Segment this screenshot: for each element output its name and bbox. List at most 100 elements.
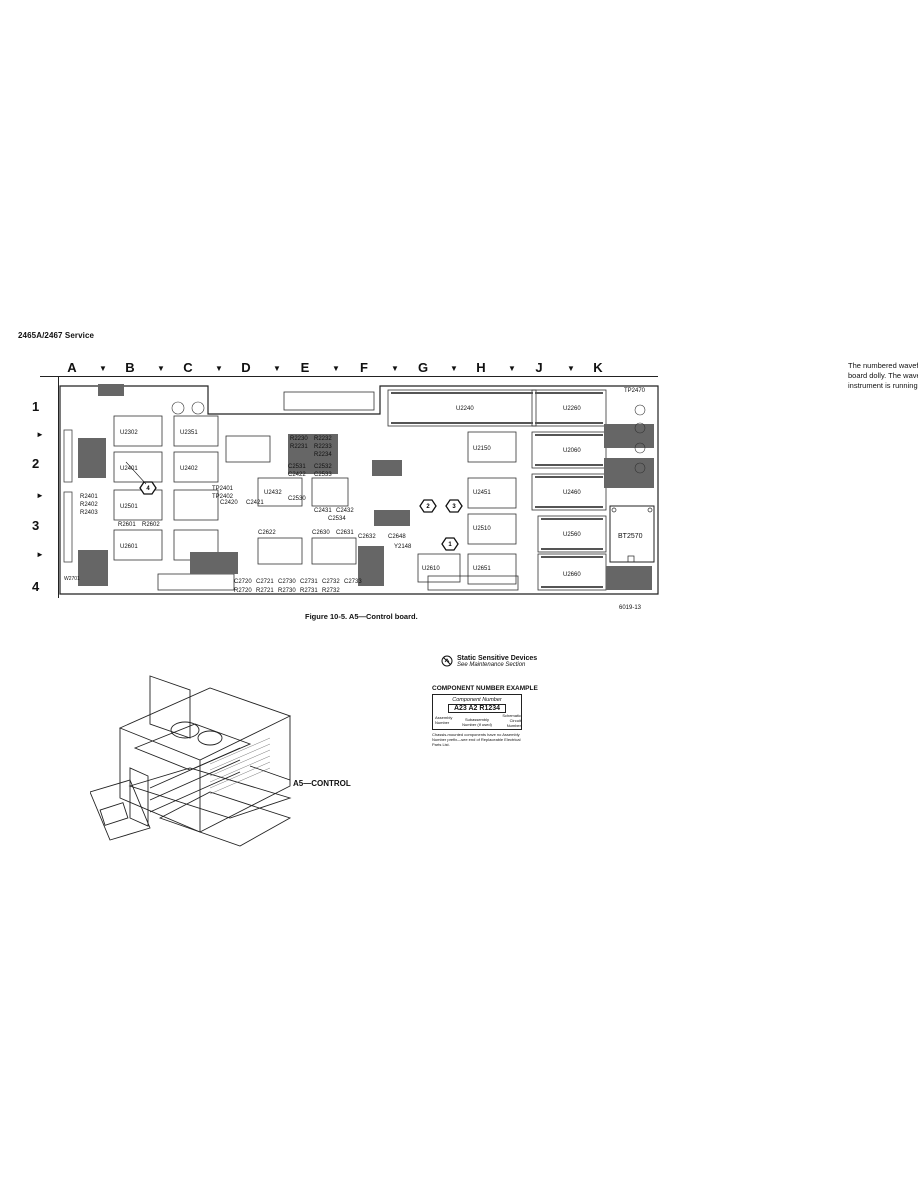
static-notice-subtitle: See Maintenance Section	[457, 662, 526, 668]
component-label: U2401	[120, 466, 138, 472]
component-label: U2260	[563, 406, 581, 412]
static-warning-icon	[441, 655, 453, 667]
component-label: U2402	[180, 466, 198, 472]
column-divider-arrow: ▼	[508, 364, 516, 373]
component-label: C2648	[388, 534, 406, 540]
component-label: C2731	[300, 579, 318, 585]
right-column-note: The numbered wavefo board dolly. The wav…	[848, 361, 918, 391]
component-label: R2233	[314, 444, 332, 450]
grid-column-k: K	[593, 360, 603, 375]
component-label: C2533	[314, 472, 332, 478]
component-label: U2460	[563, 490, 581, 496]
component-label: U2351	[180, 430, 198, 436]
component-label: TP2402	[212, 494, 234, 500]
component-label: R2601	[118, 522, 136, 528]
cne-assembly: Assembly Number	[435, 715, 453, 725]
component-label: U2651	[473, 566, 491, 572]
component-label: U2601	[120, 544, 138, 550]
cne-subassembly: Subassembly Number (if used)	[462, 717, 492, 727]
component-label: BT2570	[618, 533, 643, 540]
column-divider-arrow: ▼	[273, 364, 281, 373]
component-label: C2730	[278, 579, 296, 585]
component-label: C2431	[314, 508, 332, 514]
component-label: C2534	[328, 516, 346, 522]
column-divider-arrow: ▼	[215, 364, 223, 373]
component-label: C2632	[358, 534, 376, 540]
component-label: U2150	[473, 446, 491, 452]
grid-column-f: F	[360, 360, 368, 375]
column-divider-arrow: ▼	[567, 364, 575, 373]
component-label: W2701	[64, 576, 80, 582]
grid-column-h: H	[476, 360, 486, 375]
component-label: U2302	[120, 430, 138, 436]
component-label: C2622	[258, 530, 276, 536]
component-label: C2631	[336, 530, 354, 536]
component-label: C2422	[288, 472, 306, 478]
grid-column-b: B	[125, 360, 135, 375]
note-line: The numbered wavefo	[848, 361, 918, 370]
waveform-marker: 4	[139, 481, 157, 495]
assembly-callout-label: A5—CONTROL	[293, 779, 351, 788]
component-label: U2610	[422, 566, 440, 572]
figure-code: 6019-13	[619, 605, 642, 611]
component-number-example: COMPONENT NUMBER EXAMPLE Component Numbe…	[432, 685, 538, 747]
waveform-marker: 1	[441, 537, 459, 551]
component-label: R2402	[80, 502, 98, 508]
svg-text:4: 4	[146, 486, 150, 492]
waveform-marker: 3	[445, 499, 463, 513]
note-line: instrument is running.	[848, 381, 918, 390]
column-divider-arrow: ▼	[332, 364, 340, 373]
row-divider-arrow: ►	[36, 550, 44, 559]
component-label: R2731	[300, 588, 318, 594]
component-label: U2501	[120, 504, 138, 510]
cne-schematic: Schematic Circuit Number	[502, 713, 521, 728]
component-label: R2730	[278, 588, 296, 594]
component-label: C2630	[312, 530, 330, 536]
cne-example: A23 A2 R1234	[448, 704, 506, 713]
static-notice-title: Static Sensitive Devices	[457, 655, 538, 662]
column-divider-arrow: ▼	[157, 364, 165, 373]
component-label: U2451	[473, 490, 491, 496]
grid-column-g: G	[417, 360, 429, 375]
grid-row-1: 1	[32, 399, 40, 414]
component-label: R2720	[234, 588, 252, 594]
cne-title: COMPONENT NUMBER EXAMPLE	[432, 685, 538, 692]
component-label: U2560	[563, 532, 581, 538]
component-label: C2420	[220, 500, 238, 506]
grid-row-2: 2	[32, 456, 40, 471]
component-label: R2234	[314, 452, 332, 458]
component-label: R2602	[142, 522, 160, 528]
control-board-drawing: U2240 U2260 U2060 U2460 U2560 U2660 U250…	[59, 384, 659, 595]
component-label: U2060	[563, 448, 581, 454]
component-label: C2530	[288, 496, 306, 502]
grid-top-rule	[40, 376, 658, 377]
grid-left-rule	[58, 376, 59, 598]
grid-column-c: C	[183, 360, 193, 375]
component-label: C2432	[336, 508, 354, 514]
component-label: U2432	[264, 490, 282, 496]
component-label: U2660	[563, 572, 581, 578]
component-label: R2721	[256, 588, 274, 594]
page-header: 2465A/2467 Service	[18, 331, 95, 340]
grid-row-4: 4	[32, 579, 40, 594]
component-label: C2721	[256, 579, 274, 585]
component-label: R2232	[314, 436, 332, 442]
cne-head: Component Number	[452, 697, 502, 703]
component-label: R2230	[290, 436, 308, 442]
component-label: R2231	[290, 444, 308, 450]
row-divider-arrow: ►	[36, 430, 44, 439]
component-label: R2403	[80, 510, 98, 516]
component-label: U2510	[473, 526, 491, 532]
svg-text:2: 2	[426, 504, 430, 510]
note-line: board dolly. The wavefo	[848, 371, 918, 380]
grid-column-j: J	[535, 360, 543, 375]
component-label: TP2470	[624, 388, 646, 394]
component-label: C2531	[288, 464, 306, 470]
instrument-assembly-illustration	[90, 675, 292, 847]
svg-text:1: 1	[448, 542, 452, 548]
component-label: C2733	[344, 579, 362, 585]
component-label: Y2148	[394, 544, 412, 550]
waveform-marker: 2	[419, 499, 437, 513]
static-sensitive-notice: Static Sensitive Devices See Maintenance…	[441, 655, 537, 668]
grid-row-3: 3	[32, 518, 40, 533]
